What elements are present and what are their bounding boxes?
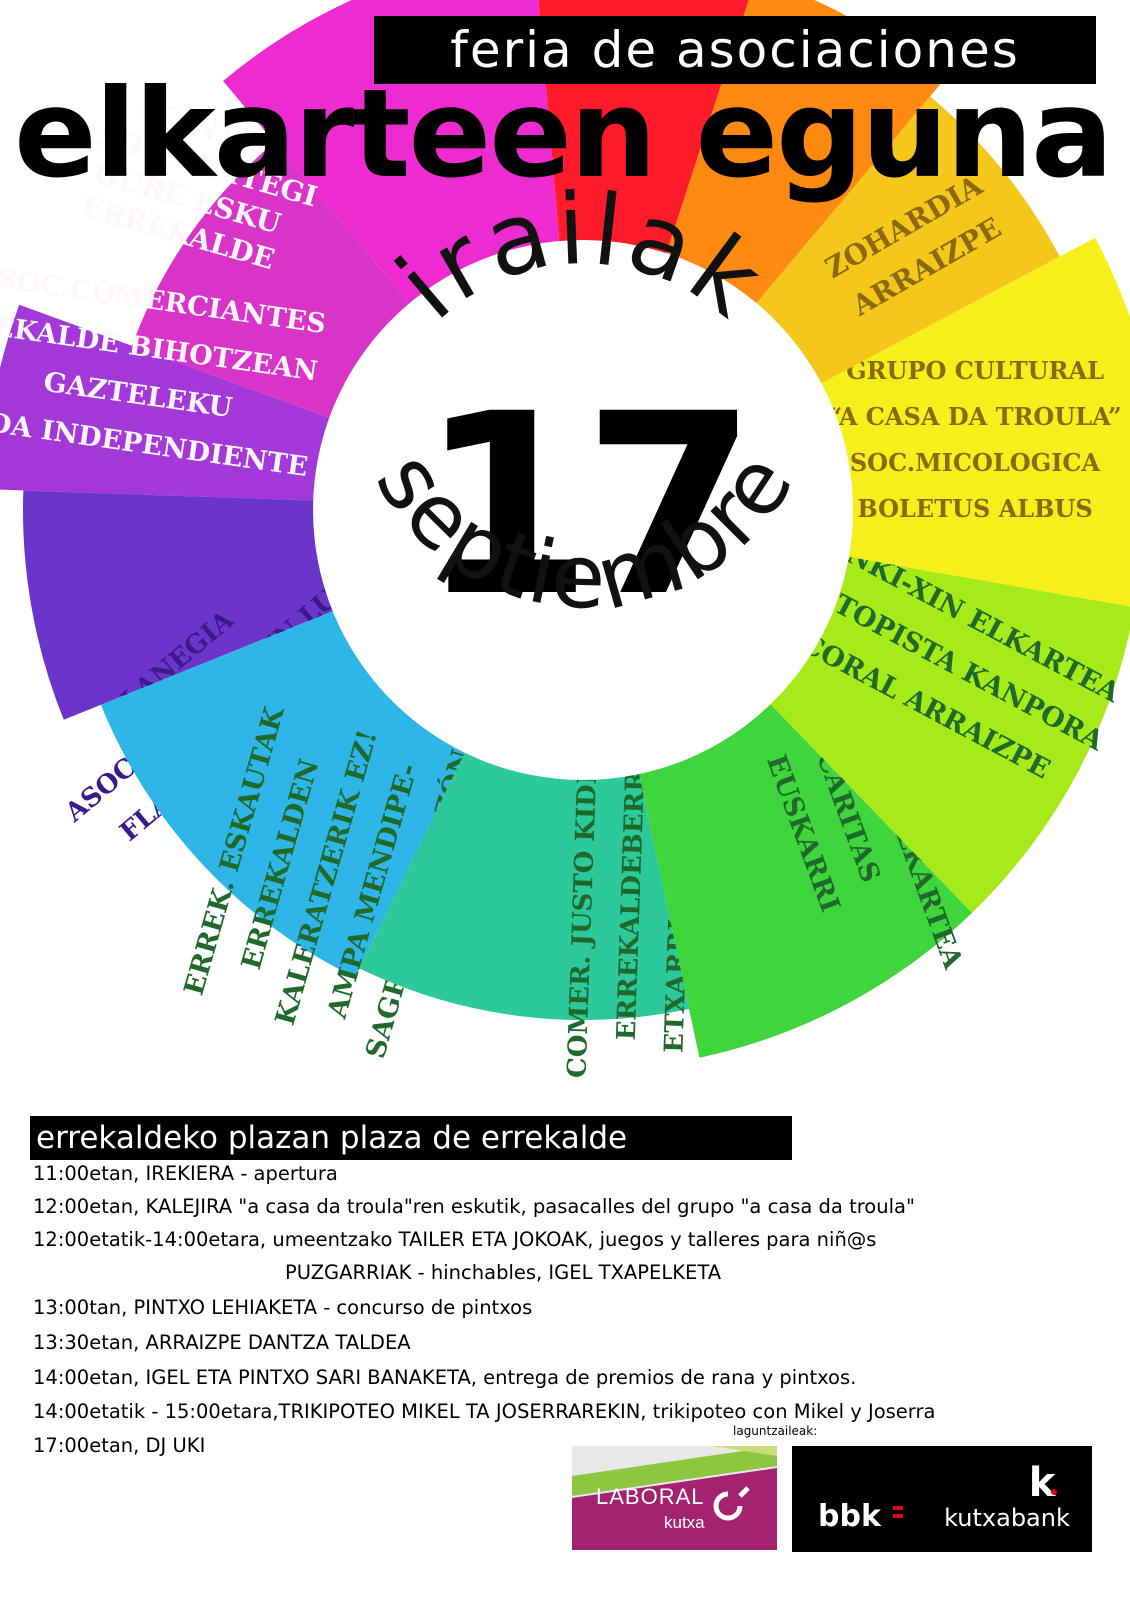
association-name: “A CASA DA TROULA” bbox=[828, 402, 1121, 431]
program-item: 13:30etan, ARRAIZPE DANTZA TALDEA bbox=[33, 1331, 411, 1354]
segment-label: GRUPO CULTURAL “A CASA DA TROULA” SOC.MICO… bbox=[828, 356, 1121, 523]
program-item: 11:00etan, IREKIERA - apertura bbox=[33, 1162, 338, 1185]
program-item: PUZGARRIAK - hinchables, IGEL TXAPELKETA bbox=[285, 1261, 722, 1284]
top-wedge bbox=[644, 0, 943, 357]
segment-wedge bbox=[624, 653, 973, 1058]
page-title: elkarteen eguna bbox=[14, 63, 1113, 205]
color-wheel: AGINTZAASOC.BIZITEGIGURE ESKUERREKALDEAS… bbox=[0, 0, 1130, 1078]
association-name: GRUPO CULTURAL bbox=[846, 356, 1104, 385]
bbk-text: bbk bbox=[818, 1499, 882, 1534]
program-item: 14:00etan, IGEL ETA PINTXO SARI BANAKETA… bbox=[33, 1366, 857, 1389]
subtitle-banner: feria de asociaciones bbox=[374, 16, 1096, 84]
kutxabank-logo: bbk k kutxabank bbox=[792, 1446, 1092, 1552]
laboral-icon bbox=[713, 1491, 743, 1521]
kutxabank-k-icon: k bbox=[1029, 1460, 1057, 1506]
segment-wedge bbox=[721, 544, 1130, 913]
program-item: 14:00etatik - 15:00etara,TRIKIPOTEO MIKE… bbox=[33, 1400, 936, 1423]
program-item: 13:00tan, PINTXO LEHIAKETA - concurso de… bbox=[33, 1296, 533, 1319]
association-segments: AGINTZAASOC.BIZITEGIGURE ESKUERREKALDEAS… bbox=[0, 93, 1130, 1078]
laboral-kutxa-logo: LABORAL kutxa bbox=[572, 1446, 777, 1550]
association-name: BOLETUS ALBUS bbox=[857, 494, 1092, 523]
segment-wedge bbox=[22, 490, 398, 720]
kutxabank-name: kutxabank bbox=[944, 1504, 1070, 1532]
sponsors-label: laguntzaileak: bbox=[733, 1424, 818, 1438]
laboral-name: LABORAL bbox=[596, 1484, 705, 1509]
program-item: 17:00etan, DJ UKI bbox=[33, 1434, 206, 1457]
association-name: SOC.MICOLOGICA bbox=[850, 448, 1101, 477]
program-item: 12:00etatik-14:00etara, umeentzako TAILE… bbox=[33, 1228, 877, 1251]
segment-wedge bbox=[0, 304, 396, 504]
program-item: 12:00etan, KALEJIRA "a casa da troula"re… bbox=[33, 1195, 915, 1218]
segment-wedge bbox=[711, 96, 1060, 417]
day-number: 17 bbox=[419, 360, 747, 651]
center-circle bbox=[313, 240, 853, 780]
program-header: errekaldeko plazan plaza de errekalde bbox=[30, 1116, 792, 1160]
laboral-sub: kutxa bbox=[664, 1513, 705, 1532]
